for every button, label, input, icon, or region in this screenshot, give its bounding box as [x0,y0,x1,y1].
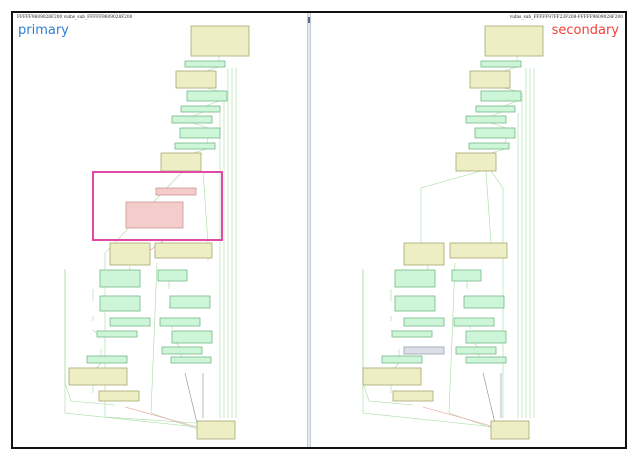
graph-node[interactable] [465,356,507,364]
graph-node[interactable] [190,25,250,57]
graph-node[interactable] [463,295,505,309]
graph-node[interactable] [159,317,201,327]
secondary-label: secondary [551,23,619,38]
graph-node[interactable] [469,70,511,89]
graph-node[interactable] [455,152,497,172]
primary-control-flow-graph [64,25,250,440]
graph-node[interactable] [490,420,530,440]
graph-node[interactable] [169,295,211,309]
graph-node[interactable] [171,330,213,344]
removed-node[interactable] [125,201,184,229]
graph-node[interactable] [179,127,221,139]
graph-node[interactable] [157,269,188,282]
graph-node[interactable] [170,356,212,364]
graph-node[interactable] [451,269,482,282]
diff-highlight-box [92,171,223,241]
graph-node[interactable] [480,60,522,68]
graph-diff-window: FFFFF9609028F200 vulns_sub_FFFFF9609028F… [11,11,627,449]
graph-node[interactable] [109,317,151,327]
graph-node[interactable] [98,390,140,402]
graph-node[interactable] [109,242,151,266]
graph-node[interactable] [465,115,507,124]
graph-node[interactable] [86,355,128,364]
graph-node[interactable] [381,355,423,364]
graph-node[interactable] [175,70,217,89]
graph-node[interactable] [391,330,433,338]
graph-node[interactable] [392,390,434,402]
secondary-graph-pane[interactable]: vulns_sub_FFFFF97FF23F208-FFFFF9609028F2… [311,13,627,447]
secondary-function-title: vulns_sub_FFFFF97FF23F208-FFFFF9609028F2… [509,15,623,20]
graph-node[interactable] [394,269,436,288]
pane-splitter[interactable] [307,13,311,447]
graph-node[interactable] [484,25,544,57]
primary-nodes [68,25,250,440]
graph-node[interactable] [186,90,228,102]
graph-node[interactable] [453,317,495,327]
primary-gray-edges [184,372,204,424]
graph-node[interactable] [475,105,516,113]
graph-node[interactable] [394,295,436,312]
graph-node[interactable] [455,346,497,355]
secondary-nodes [362,25,544,440]
graph-node[interactable] [465,330,507,344]
graph-node[interactable] [161,346,203,355]
graph-node[interactable] [99,295,141,312]
unmatched-node[interactable] [403,346,445,355]
graph-node[interactable] [468,142,510,150]
graph-node[interactable] [474,127,516,139]
splitter-grip[interactable] [308,17,310,23]
graph-node[interactable] [174,142,216,150]
graph-node[interactable] [196,420,236,440]
removed-node[interactable] [155,187,197,196]
secondary-control-flow-graph [362,25,544,440]
graph-node[interactable] [171,115,213,124]
primary-function-title: FFFFF9609028F200 vulns_sub_FFFFF9609028F… [17,15,133,20]
graph-node[interactable] [362,367,422,386]
graph-node[interactable] [480,90,522,102]
primary-graph-pane[interactable]: FFFFF9609028F200 vulns_sub_FFFFF9609028F… [13,13,307,447]
graph-node[interactable] [96,330,138,338]
secondary-changed-edges [422,406,496,428]
graph-node[interactable] [154,242,213,259]
graph-node[interactable] [184,60,226,68]
graph-node[interactable] [99,269,141,288]
secondary-gray-edges [482,372,502,424]
graph-node[interactable] [403,242,445,266]
primary-label: primary [18,23,69,38]
graph-node[interactable] [160,152,202,172]
graph-node[interactable] [68,367,128,386]
graph-node[interactable] [180,105,221,113]
graph-node[interactable] [449,242,508,259]
graph-node[interactable] [403,317,445,327]
